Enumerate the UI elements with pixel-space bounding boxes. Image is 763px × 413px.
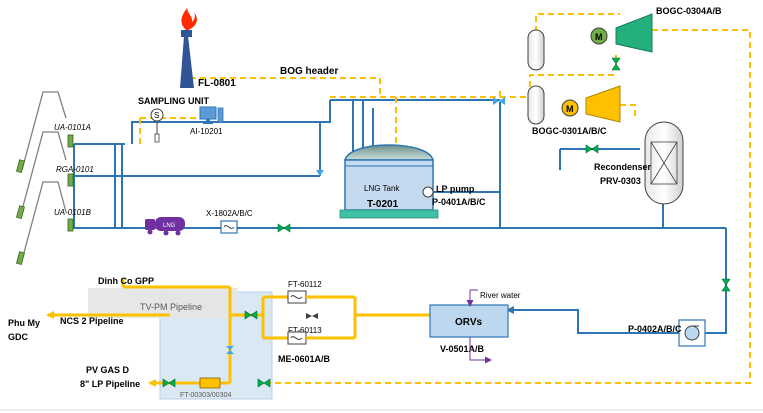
orv-label: ORVs: [455, 317, 482, 328]
analyzer-label: AI-10201: [190, 127, 223, 136]
metering-label: ME-0601A/B: [278, 354, 331, 364]
valve-hp-feed: [721, 278, 731, 286]
arm-b-label: UA-0101B: [54, 208, 92, 217]
motor-m-0301: M: [566, 104, 574, 114]
flow-meter-60113: [287, 331, 307, 345]
valve-recondenser: [585, 144, 593, 154]
pv-gas-label-2: 8" LP Pipeline: [80, 379, 140, 389]
valve-metering: [244, 310, 252, 320]
sampling-unit-label: SAMPLING UNIT: [138, 96, 210, 106]
ft-00303-meter: [199, 377, 221, 389]
valve-pv-gas-a: [162, 378, 170, 388]
flow-meter-60112: [287, 290, 307, 304]
orv-tag-label: V-0501A/B: [440, 344, 485, 354]
tv-pm-pipeline-band: [88, 288, 238, 318]
compressor-0304: [527, 13, 653, 71]
control-valves: [226, 97, 505, 354]
ncs2-label: NCS 2 Pipeline: [60, 316, 124, 326]
pv-gas-label-1: PV GAS D: [86, 365, 130, 375]
flare-stack: [180, 8, 197, 88]
hp-pump-icon: [678, 319, 706, 347]
lp-pump-label: LP pump: [436, 184, 475, 194]
tv-pm-label: TV-PM Pipeline: [140, 302, 202, 312]
computer-icon: [199, 106, 224, 124]
compressor-0301: [527, 85, 621, 125]
lp-pump-tag-label: P-0401A/B/C: [432, 197, 486, 207]
valve-truck: [277, 223, 285, 233]
lng-tank: [339, 144, 439, 219]
dinh-co-label: Dinh Co GPP: [98, 276, 154, 286]
recondenser-label: Recondenser: [594, 162, 652, 172]
sampling-s-label: S: [154, 111, 159, 120]
valves: [162, 57, 731, 388]
valve-compressor: [611, 57, 621, 65]
recondenser-tag-label: PRV-0303: [600, 176, 641, 186]
truck-loading-label: X-1802A/B/C: [206, 209, 253, 218]
flow-meter-truck: [220, 220, 238, 234]
truck-text: LNG: [163, 223, 176, 229]
bogc-0301-label: BOGC-0301A/B/C: [532, 126, 607, 136]
tank-tag-label: T-0201: [367, 199, 399, 210]
lp-pump-icon: [422, 186, 434, 198]
loading-arms: [21, 91, 67, 261]
arm-rga-label: RGA-0101: [56, 165, 94, 174]
hp-pump-label: P-0402A/B/C: [628, 324, 682, 334]
loading-arm-couplings: [16, 134, 74, 266]
lng-tank-label: LNG Tank: [364, 184, 400, 193]
phu-my-label-2: GDC: [8, 332, 29, 342]
valve-pv-gas-b: [257, 378, 265, 388]
bog-header-label: BOG header: [280, 66, 338, 77]
motor-m-0304: M: [595, 32, 603, 42]
lng-lines: [73, 99, 727, 334]
bogc-0304-label: BOGC-0304A/B: [656, 6, 722, 16]
ft-60112-label: FT-60112: [288, 280, 322, 289]
recondenser-vessel: [644, 121, 684, 205]
river-water-lines: [466, 289, 492, 364]
arm-a-label: UA-0101A: [54, 123, 91, 132]
flare-label: FL-0801: [198, 78, 236, 89]
river-water-label: River water: [480, 291, 521, 300]
phu-my-label-1: Phu My: [8, 318, 40, 328]
orv-unit: [429, 304, 509, 338]
ft-60113-label: FT-60113: [288, 326, 322, 335]
lng-truck-icon: [145, 217, 185, 236]
ft-00303-label: FT-00303/00304: [180, 392, 231, 399]
flame-icon: [181, 8, 197, 30]
